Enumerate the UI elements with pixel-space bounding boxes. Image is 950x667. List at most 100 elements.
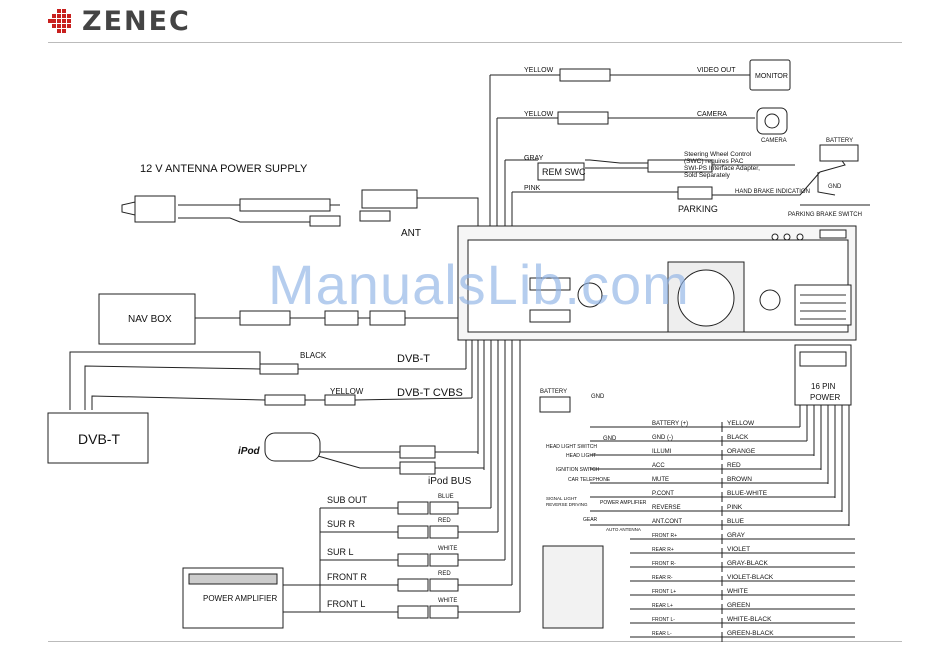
ignition-switch-label: IGNITION SWITCH	[556, 467, 600, 473]
wire-function-label: REAR L-	[652, 631, 672, 637]
wire-color-label: BLUE	[727, 518, 745, 525]
rca-output-label: FRONT L	[327, 599, 365, 609]
wire-function-label: REAR R+	[652, 547, 674, 553]
video-out-label: VIDEO OUT	[697, 67, 736, 74]
gnd-bottom-label: GND	[591, 394, 605, 400]
yellow1-label: YELLOW	[524, 67, 554, 74]
wire-row: GND (-) BLACK	[590, 434, 807, 446]
zenec-logo-icon	[48, 8, 71, 33]
gray-label: GRAY	[524, 155, 544, 162]
wire-row: FRONT L+WHITE	[630, 588, 855, 600]
battery-box-bottom	[539, 396, 571, 413]
wire-function-label: REAR L+	[652, 603, 673, 609]
ant-label: ANT	[401, 228, 421, 239]
camera-cable-label: CAMERA	[697, 111, 727, 118]
rca-output-label: SUR L	[327, 547, 354, 557]
head-light-switch-label: HEAD LIGHT SWITCH	[546, 444, 597, 450]
pin16-subtitle: POWER	[810, 393, 840, 402]
dvbt-label1: DVB-T	[397, 353, 430, 365]
rca-output: SUR L WHITE	[327, 546, 459, 567]
swc-note-line2: (SWC) requires PAC	[684, 158, 744, 165]
wire-color-label: WHITE	[727, 588, 749, 595]
wire-row: REAR R+ VIOLET	[630, 546, 855, 558]
head-light-label: HEAD LIGHT	[566, 453, 596, 459]
monitor-box	[749, 59, 791, 91]
ipod-label: iPod	[238, 446, 261, 457]
rem-swc-label: REM SWC	[542, 167, 586, 177]
gnd2-label: GND	[603, 436, 617, 442]
wire-color-label: GREEN-BLACK	[727, 630, 774, 637]
wire-function-label: FRONT L-	[652, 617, 675, 623]
wire-color-label: YELLOW	[727, 420, 755, 427]
wire-color-label: BROWN	[727, 476, 752, 483]
wire-color-label: WHITE-BLACK	[727, 616, 772, 623]
gear-label: GEAR	[583, 517, 598, 523]
swc-note-line3: SWI-PS Interface Adapter,	[684, 165, 760, 172]
wire-color-label: GRAY-BLACK	[727, 560, 768, 567]
dvbt-box	[47, 412, 149, 464]
swc-note-line1: Steering Wheel Control	[684, 151, 752, 158]
wire-function-label: FRONT R+	[652, 533, 677, 539]
brand-name: ZENEC	[82, 6, 191, 37]
rca-output-label: SUR R	[327, 519, 356, 529]
parking-brake-switch-label: PARKING BRAKE SWITCH	[788, 212, 862, 218]
yellow2-label: YELLOW	[524, 111, 554, 118]
wire-color-label: BLUE-WHITE	[727, 490, 768, 497]
rca-color-label: RED	[438, 571, 451, 577]
head-unit	[457, 225, 857, 341]
wire-row: MUTE BROWN	[590, 476, 828, 488]
rca-output: SUR R RED	[327, 518, 459, 539]
dvbt-box-label: DVB-T	[78, 431, 120, 447]
wire-function-label: ILLUMI	[652, 449, 672, 455]
signal-light-label1: SIGNAL LIGHT	[546, 496, 577, 501]
wire-function-label: MUTE	[652, 477, 669, 483]
wire-function-label: P.CONT	[652, 491, 674, 497]
wire-function-label: ANT.CONT	[652, 519, 682, 525]
wire-row: REAR L+ GREEN	[630, 602, 855, 614]
wire-color-label: RED	[727, 462, 741, 469]
rca-output-label: FRONT R	[327, 572, 367, 582]
rca-color-label: WHITE	[438, 546, 457, 552]
antenna-power-label: 12 V ANTENNA POWER SUPPLY	[140, 163, 308, 175]
wire-color-label: GRAY	[727, 532, 746, 539]
wire-color-label: ORANGE	[727, 448, 756, 455]
rem-swc-box	[537, 162, 585, 181]
wire-color-label: BLACK	[727, 434, 749, 441]
power-amp-small-label: POWER AMPLIFIER	[600, 500, 647, 506]
gnd-top-label: GND	[828, 184, 842, 190]
wire-color-label: PINK	[727, 504, 743, 511]
car-illustration	[542, 545, 604, 629]
wire-color-label: VIOLET	[727, 546, 750, 553]
power-amplifier-label: POWER AMPLIFIER	[203, 594, 277, 603]
nav-box	[98, 293, 196, 345]
wire-function-label: BATTERY (+)	[652, 421, 688, 427]
wire-row: REAR L- GREEN-BLACK	[630, 630, 855, 642]
wire-function-label: FRONT R-	[652, 561, 676, 567]
pink-label: PINK	[524, 185, 541, 192]
black-label: BLACK	[300, 351, 327, 360]
hand-brake-label: HAND BRAKE INDICATION	[735, 189, 810, 195]
parking-label: PARKING	[678, 204, 718, 214]
rca-output: FRONT R RED	[327, 571, 459, 592]
wire-color-label: GREEN	[727, 602, 750, 609]
pin16-title: 16 PIN	[811, 382, 836, 391]
wire-function-label: GND (-)	[652, 435, 673, 441]
monitor-label: MONITOR	[755, 73, 788, 80]
camera-label: CAMERA	[761, 138, 787, 144]
yellow-label: YELLOW	[330, 387, 364, 396]
battery-box-top	[819, 144, 859, 162]
footer-rule	[48, 641, 902, 642]
rca-color-label: RED	[438, 518, 451, 524]
wire-row: BATTERY (+) YELLOW	[590, 420, 800, 432]
nav-box-label: NAV BOX	[128, 314, 172, 325]
dvbt-label2: DVB-T CVBS	[397, 387, 463, 399]
ipod-bus-label: iPod BUS	[428, 476, 472, 487]
wire-row: ANT.CONT BLUE	[590, 518, 849, 530]
wire-row: FRONT L- WHITE-BLACK	[630, 616, 855, 628]
header-rule	[48, 42, 902, 43]
wire-row: FRONT R+ GRAY	[630, 532, 855, 544]
